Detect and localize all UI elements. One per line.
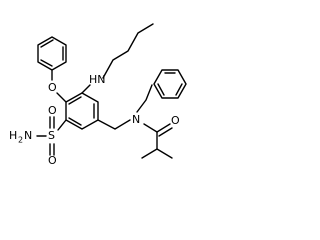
sulfonamide-h-count: 2 [18,136,23,145]
central-ring [65,92,99,130]
carbonyl-o-label: O [171,114,180,127]
sulfonamide-h-label: H [9,129,17,142]
amide-n-label: N [132,113,140,126]
amine-nh-label: HN [89,73,106,86]
ether-o-label: O [48,81,57,94]
ether-bond [56,92,67,103]
sulfonyl-o-top-label: O [48,104,57,117]
n-carbonyl-bond [143,123,158,133]
ring-s-bond [57,119,67,131]
nh-ring-bond [81,84,91,94]
benzyl-ring [153,69,187,99]
sulfonyl-o-bottom-label: O [48,154,57,167]
n-benzyl-bond [136,84,153,113]
benzyl-ch2-bond [97,119,131,130]
butyl-chain [102,23,154,79]
sulfonamide-n-label: N [24,129,32,142]
sulfonyl-s-label: S [48,129,55,142]
chemical-structure-diagram: HN O N O O S O H 2 N [9,23,187,167]
phenoxy-ring [37,36,67,71]
carbonyl-double-bond [156,123,171,133]
carbonyl-double-bond-2 [158,127,173,137]
isopropyl-bonds [141,148,173,159]
